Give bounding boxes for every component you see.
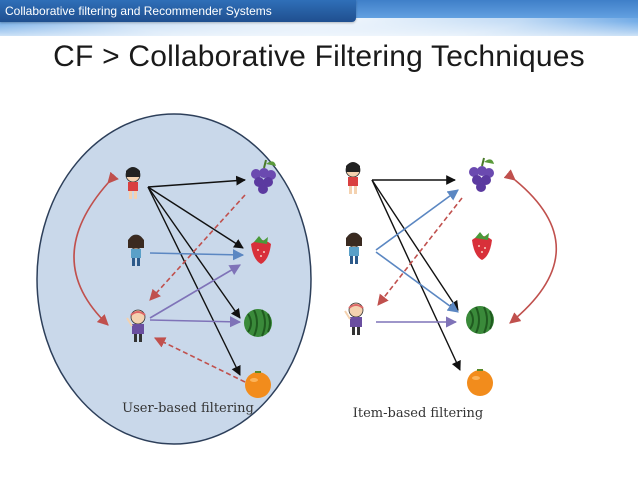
right-caption: Item-based filtering [353,406,483,421]
girl-icon [345,161,361,195]
girl-icon [345,232,363,265]
left-caption: User-based filtering [122,401,254,416]
oldman-icon [344,302,364,336]
grapes-icon [468,157,495,193]
curved-arrow-right [503,169,558,324]
watermelon-icon [243,308,273,338]
strawberry-icon [472,232,492,260]
header-wave [0,18,638,54]
watermelon-icon [465,305,495,335]
slide-title: CF > Collaborative Filtering Techniques [53,40,585,73]
orange-icon [244,371,272,399]
curved-arrow-left [73,171,119,326]
header-tab: Collaborative filtering and Recommender … [0,0,356,22]
orange-icon [466,369,494,397]
